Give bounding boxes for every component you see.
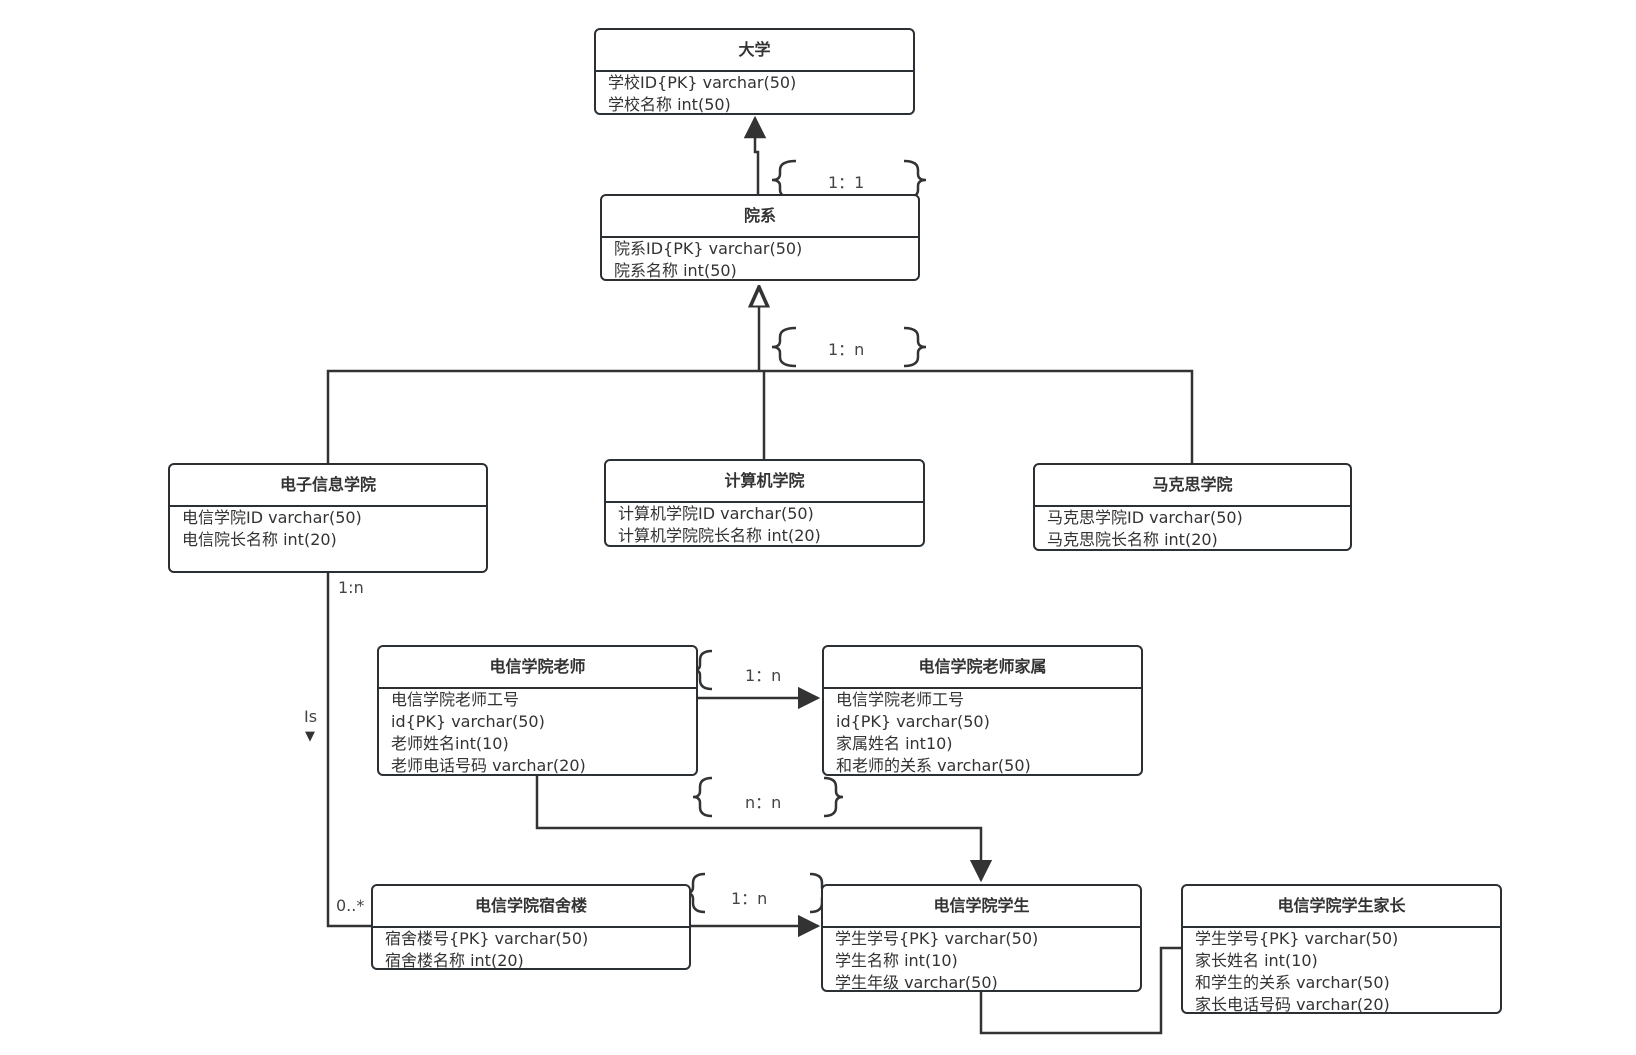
entity-student-parent[interactable]: 电信学院学生家长 学生学号{PK} varchar(50) 家长姓名 int(1… [1181,884,1502,1014]
down-arrow-icon: ▼ [305,729,315,744]
entity-title: 电子信息学院 [170,465,486,507]
entity-attribute: 学生名称 int(10) [835,951,958,970]
entity-attribute: 计算机学院ID varchar(50) [618,504,814,523]
entity-title: 电信学院老师 [379,647,696,689]
entity-title: 马克思学院 [1035,465,1350,507]
entity-title: 计算机学院 [606,461,923,503]
entity-attribute: 和老师的关系 varchar(50) [836,756,1031,775]
entity-teacher[interactable]: 电信学院老师 电信学院老师工号 id{PK} varchar(50) 老师姓名i… [377,645,698,776]
entity-attribute: 宿舍楼号{PK} varchar(50) [385,929,589,948]
entity-attribute: 计算机学院院长名称 int(20) [618,526,821,545]
relation-label-teacher-student: n：n [745,793,782,812]
entity-attribute: 家长姓名 int(10) [1195,951,1318,970]
entity-department[interactable]: 院系 院系ID{PK} varchar(50) 院系名称 int(50) [600,194,920,281]
entity-attribute: 学校名称 int(50) [608,95,731,114]
entity-attribute: 电信学院ID varchar(50) [182,508,362,527]
relation-label-electronics: 1:n [338,578,364,597]
multiplicity-label-dorm: 0..* [336,896,365,915]
entity-electronics-college[interactable]: 电子信息学院 电信学院ID varchar(50) 电信院长名称 int(20) [168,463,488,573]
entity-attribute: 宿舍楼名称 int(20) [385,951,524,970]
entity-attribute: id{PK} varchar(50) [836,712,990,731]
entity-title: 电信学院宿舍楼 [373,886,689,928]
entity-university[interactable]: 大学 学校ID{PK} varchar(50) 学校名称 int(50) [594,28,915,115]
relation-label-univ-dept: 1：1 [828,173,865,192]
entity-attribute: 学生年级 varchar(50) [835,973,998,992]
entity-attribute: 家属姓名 int10) [836,734,953,753]
entity-attribute: 学生学号{PK} varchar(50) [835,929,1039,948]
relation-label-is: Is [304,707,318,726]
entity-attribute: 院系ID{PK} varchar(50) [614,239,803,258]
relation-label-dorm-student: 1：n [731,889,768,908]
entity-title: 电信学院学生 [823,886,1140,928]
entity-attribute: 老师姓名int(10) [391,734,509,753]
entity-title: 电信学院学生家长 [1183,886,1500,928]
entity-dormitory[interactable]: 电信学院宿舍楼 宿舍楼号{PK} varchar(50) 宿舍楼名称 int(2… [371,884,691,970]
brace-dept-colleges-right [903,326,927,368]
entity-attribute: 和学生的关系 varchar(50) [1195,973,1390,992]
brace-teacher-student-right [823,776,844,818]
brace-univ-dept-right [903,159,927,200]
entity-attribute: id{PK} varchar(50) [391,712,545,731]
brace-teacher-student-left [692,776,713,818]
brace-univ-dept-left [771,159,797,200]
brace-dept-colleges-left [771,326,797,368]
entity-computer-college[interactable]: 计算机学院 计算机学院ID varchar(50) 计算机学院院长名称 int(… [604,459,925,547]
entity-attribute: 老师电话号码 varchar(20) [391,756,586,775]
entity-attribute: 电信院长名称 int(20) [182,530,337,549]
entity-attribute: 学校ID{PK} varchar(50) [608,73,797,92]
entity-attribute: 家长电话号码 varchar(20) [1195,995,1390,1014]
entity-title: 电信学院老师家属 [824,647,1141,689]
entity-student[interactable]: 电信学院学生 学生学号{PK} varchar(50) 学生名称 int(10)… [821,884,1142,992]
link-electronics-bus [326,369,1194,463]
entity-attribute: 电信学院老师工号 [391,690,520,709]
entity-title: 大学 [596,30,913,72]
entity-attribute: 院系名称 int(50) [614,261,737,280]
link-dept-university [743,115,767,194]
entity-title: 院系 [602,196,918,238]
relation-label-teacher-family: 1：n [745,666,782,685]
relation-label-dept-colleges: 1：n [828,340,865,359]
entity-marxism-college[interactable]: 马克思学院 马克思学院ID varchar(50) 马克思院长名称 int(20… [1033,463,1352,551]
entity-attribute: 电信学院老师工号 [836,690,965,709]
entity-attribute: 马克思院长名称 int(20) [1047,530,1218,549]
entity-attribute: 学生学号{PK} varchar(50) [1195,929,1399,948]
entity-teacher-family[interactable]: 电信学院老师家属 电信学院老师工号 id{PK} varchar(50) 家属姓… [822,645,1143,776]
link-teacher-student [535,776,993,883]
entity-attribute: 马克思学院ID varchar(50) [1047,508,1243,527]
link-student-parent [979,946,1181,1035]
